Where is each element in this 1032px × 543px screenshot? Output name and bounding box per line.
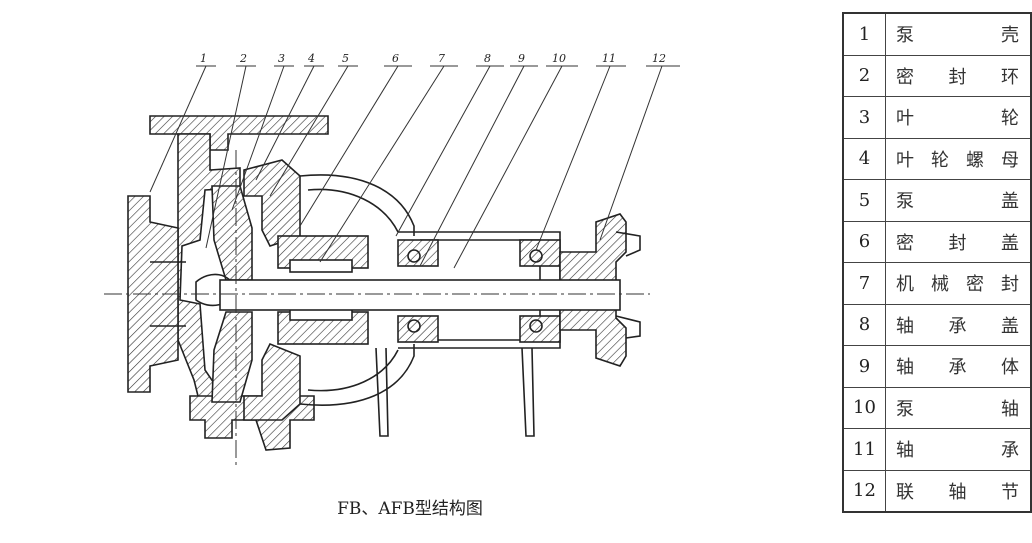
part-number: 6 (842, 220, 886, 263)
callout-6: 6 (392, 52, 399, 65)
part-name: 叶轮螺母 (884, 137, 1032, 180)
part-number: 7 (842, 262, 886, 305)
part-name: 密封盖 (884, 220, 1032, 263)
part-name: 轴承体 (884, 345, 1032, 388)
callout-3: 3 (278, 52, 285, 65)
callout-7: 7 (438, 52, 445, 65)
part-number: 2 (842, 54, 886, 97)
part-name: 泵壳 (884, 12, 1032, 56)
callout-8: 8 (484, 52, 491, 65)
part-number: 4 (842, 137, 886, 180)
callout-11: 11 (602, 52, 616, 65)
part-name: 联轴节 (884, 469, 1032, 513)
pump-cross-section-drawing: 1 2 3 4 5 6 7 8 9 10 11 12 (104, 52, 680, 466)
part-name: 机械密封 (884, 262, 1032, 305)
callout-1: 1 (200, 52, 207, 65)
center-lines (104, 150, 650, 466)
callout-4: 4 (307, 52, 315, 65)
callout-5: 5 (342, 52, 349, 65)
part-name: 轴承盖 (884, 303, 1032, 346)
callout-2: 2 (239, 52, 247, 65)
part-name: 轴承 (884, 428, 1032, 471)
callout-9: 9 (518, 52, 525, 65)
part-number: 3 (842, 96, 886, 139)
part-name: 叶轮 (884, 96, 1032, 139)
part-number: 9 (842, 345, 886, 388)
part-number: 10 (842, 386, 886, 429)
part-number: 5 (842, 179, 886, 222)
part-number: 12 (842, 469, 886, 513)
part-name: 密封环 (884, 54, 1032, 97)
part-name: 泵轴 (884, 386, 1032, 429)
callout-10: 10 (552, 52, 566, 65)
callout-12: 12 (652, 52, 666, 65)
part-name: 泵盖 (884, 179, 1032, 222)
part-number: 8 (842, 303, 886, 346)
pump-body-outline (127, 115, 641, 451)
figure-caption: FB、AFB型结构图 (337, 499, 483, 519)
callout-leader-lines (149, 65, 680, 269)
pump-shaft (219, 279, 621, 311)
part-number: 11 (842, 428, 886, 471)
part-number: 1 (842, 12, 886, 56)
